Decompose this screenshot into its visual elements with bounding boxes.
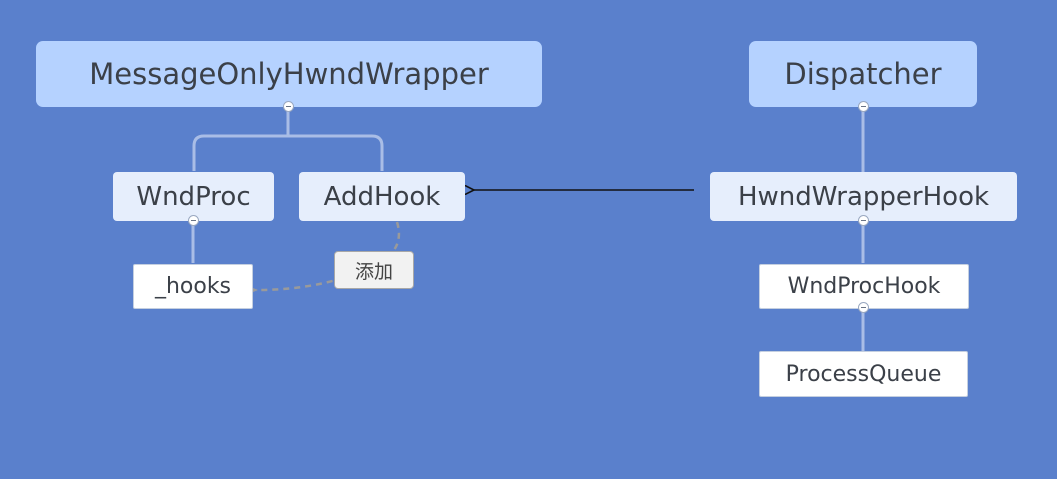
collapse-toggle-icon[interactable] [283,101,294,112]
node-label: Dispatcher [784,57,942,91]
node-wndproc[interactable]: WndProc [113,172,274,221]
node-label: HwndWrapperHook [737,181,990,212]
node-processqueue[interactable]: ProcessQueue [759,351,968,397]
node-label: ProcessQueue [785,361,942,387]
node-dispatcher[interactable]: Dispatcher [749,41,977,107]
node-addhook[interactable]: AddHook [299,172,465,221]
node-hooks[interactable]: _hooks [133,264,253,309]
collapse-toggle-icon[interactable] [858,302,869,313]
collapse-toggle-icon[interactable] [858,101,869,112]
node-hwndwrapperhook[interactable]: HwndWrapperHook [710,172,1017,221]
node-label: WndProc [136,181,251,212]
connector-root-to-branches [192,107,384,171]
collapse-toggle-icon[interactable] [188,215,199,226]
node-label: WndProcHook [787,274,941,299]
node-label: _hooks [154,274,232,299]
node-messageonlyhwndwrapper[interactable]: MessageOnlyHwndWrapper [36,41,542,107]
node-label: MessageOnlyHwndWrapper [89,57,489,91]
relation-label[interactable]: 添加 [334,251,414,289]
collapse-toggle-icon[interactable] [858,215,869,226]
relation-label-text: 添加 [354,260,393,283]
node-label: AddHook [323,181,441,212]
